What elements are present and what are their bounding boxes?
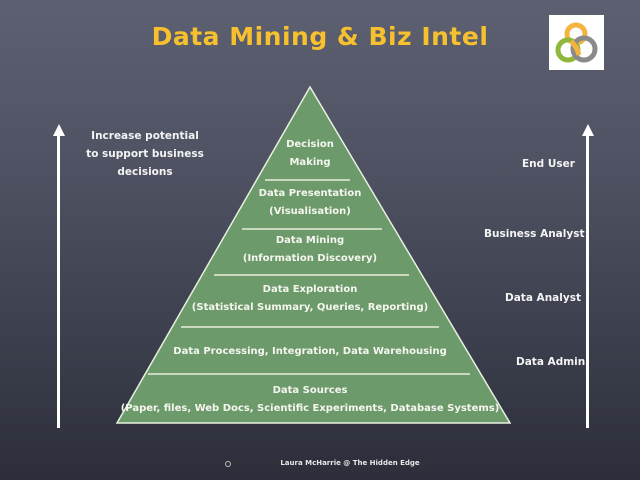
pyramid-shape — [115, 85, 512, 424]
right-arrow-shaft — [586, 135, 589, 428]
left-arrow-shaft — [57, 135, 60, 428]
layer-title: Data Processing, Integration, Data Wareh… — [173, 346, 447, 357]
right-arrow-head-icon — [581, 124, 594, 136]
left-caption-line-3: decisions — [117, 166, 173, 178]
logo — [549, 15, 604, 70]
layer-subtitle: (Visualisation) — [269, 206, 351, 217]
layer-subtitle: (Paper, files, Web Docs, Scientific Expe… — [120, 403, 500, 414]
layer-title: Data Mining — [275, 235, 345, 246]
layer-title: Decision — [286, 139, 334, 150]
footer-credit: Laura McHarrie @ The Hidden Edge — [280, 459, 420, 467]
layer-data-sources: Data Sources (Paper, files, Web Docs, Sc… — [110, 382, 510, 418]
layer-data-exploration: Data Exploration (Statistical Summary, Q… — [160, 281, 460, 317]
layer-title: Data Presentation — [258, 188, 362, 199]
role-data-analyst: Data Analyst — [505, 292, 581, 304]
layer-title: Data Sources — [272, 385, 348, 396]
layer-subtitle: (Statistical Summary, Queries, Reporting… — [191, 302, 429, 313]
left-caption: Increase potential to support business d… — [80, 127, 210, 181]
left-arrow-head-icon — [52, 124, 65, 136]
layer-data-mining: Data Mining (Information Discovery) — [210, 232, 410, 268]
role-data-admin: Data Admin — [516, 356, 586, 368]
layer-subtitle: Making — [289, 157, 331, 168]
slide-number-dot — [225, 461, 231, 467]
layer-subtitle: (Information Discovery) — [242, 253, 378, 264]
layer-data-presentation: Data Presentation (Visualisation) — [230, 185, 390, 221]
layer-data-processing: Data Processing, Integration, Data Wareh… — [150, 343, 470, 361]
slide-title: Data Mining & Biz Intel — [151, 22, 489, 51]
role-end-user: End User — [522, 158, 575, 170]
role-business-analyst: Business Analyst — [484, 228, 585, 240]
layer-decision-making: Decision Making — [250, 136, 370, 172]
left-caption-line-1: Increase potential — [91, 130, 199, 142]
left-caption-line-2: to support business — [86, 148, 204, 160]
layer-title: Data Exploration — [262, 284, 358, 295]
interlocking-rings-icon — [555, 22, 598, 63]
